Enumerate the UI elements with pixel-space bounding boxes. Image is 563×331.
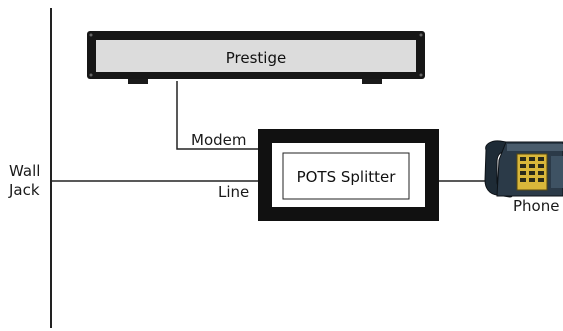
line-port-label: Line xyxy=(218,183,249,201)
modem-port-label: Modem xyxy=(191,131,246,149)
modem-cable xyxy=(176,81,258,150)
router-front-panel xyxy=(96,40,416,72)
pots-splitter xyxy=(258,129,439,221)
wall-jack-label-line2: Jack xyxy=(8,181,40,199)
router-screw xyxy=(89,33,93,37)
splitter-label: POTS Splitter xyxy=(297,168,397,186)
phone-keypad-keys xyxy=(520,157,544,182)
phone-side-panel xyxy=(551,156,563,188)
router-foot-left xyxy=(128,79,148,84)
router-device-icon xyxy=(87,31,425,84)
router-screw xyxy=(89,73,93,77)
telephone-icon xyxy=(484,140,563,198)
splitter-label-box xyxy=(282,152,410,200)
phone-top-strip xyxy=(507,144,563,151)
router-foot-right xyxy=(362,79,382,84)
router-screw xyxy=(419,73,423,77)
phone-label: Phone xyxy=(513,197,559,215)
router-screw xyxy=(419,33,423,37)
wall-jack-label-line1: Wall xyxy=(9,162,40,180)
router-label: Prestige xyxy=(226,49,286,67)
